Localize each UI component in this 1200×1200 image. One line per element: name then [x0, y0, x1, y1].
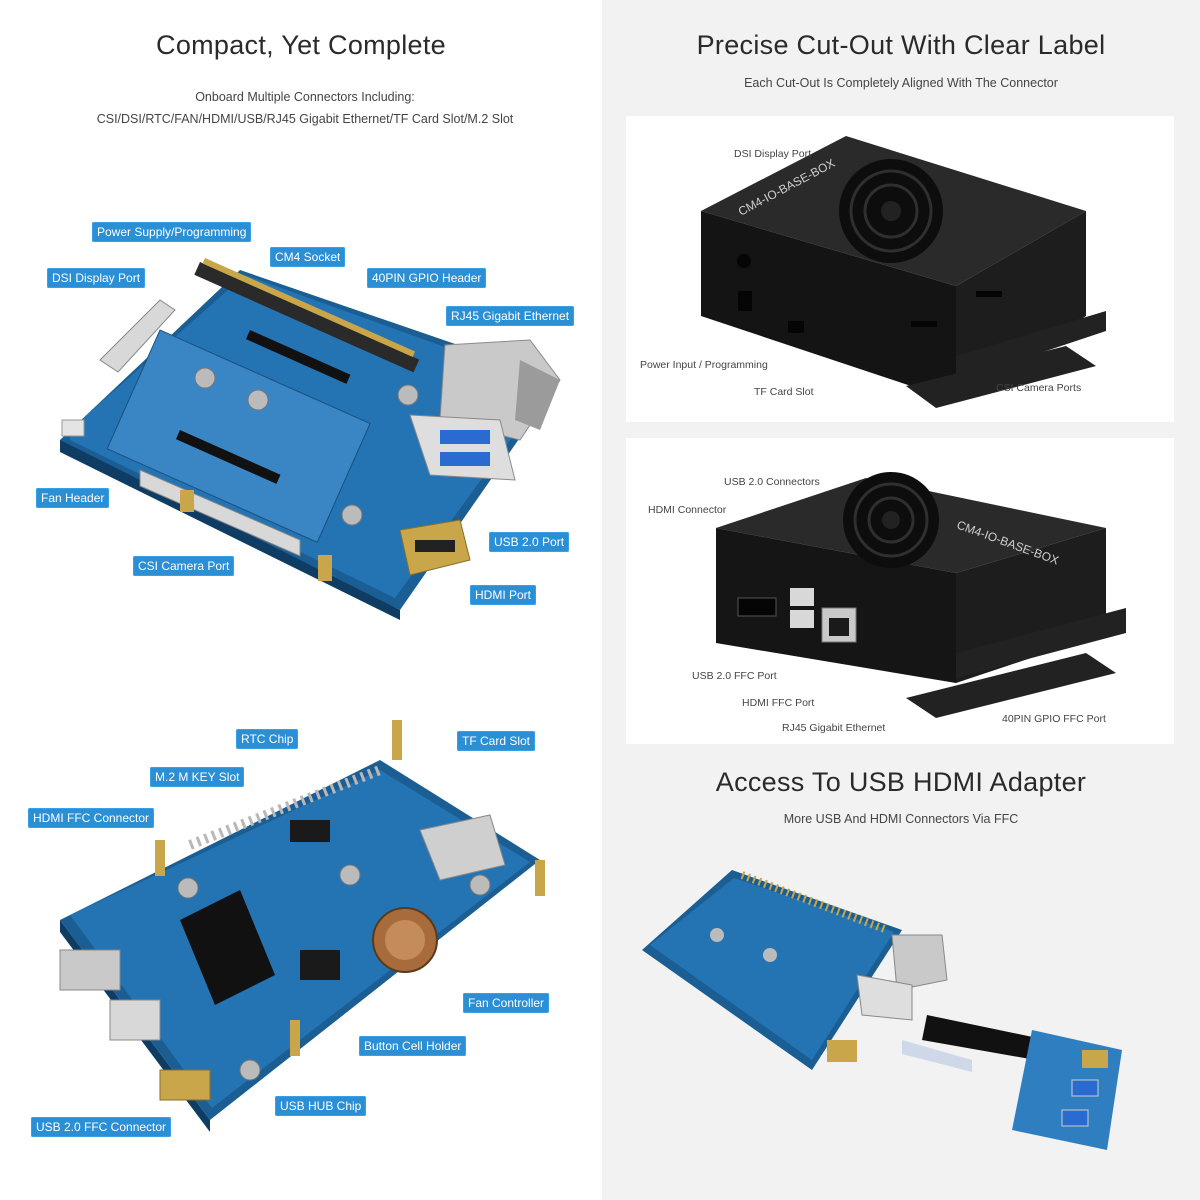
box2-illustration: CM4-IO-BASE-BOX	[716, 472, 1126, 718]
label-tf-card: TF Card Slot	[457, 731, 536, 751]
box1-label-power: Power Input / Programming	[640, 359, 768, 371]
box1-illustration: CM4-IO-BASE-BOX	[701, 136, 1106, 408]
label-cm4-socket: CM4 Socket	[270, 247, 346, 267]
label-dsi-display: DSI Display Port	[47, 268, 146, 288]
label-fan-header: Fan Header	[36, 488, 110, 508]
box2-label-hdmi-ffc: HDMI FFC Port	[742, 697, 815, 709]
box1-label-dsi: DSI Display Port	[734, 148, 812, 160]
label-button-cell: Button Cell Holder	[359, 1036, 467, 1056]
box2-card: CM4-IO-BASE-BOX USB 2.0 Connectors HDMI …	[626, 438, 1174, 744]
top-board-illustration	[60, 258, 561, 620]
box2-label-usb-ffc: USB 2.0 FFC Port	[692, 670, 777, 682]
label-hdmi-port: HDMI Port	[470, 585, 537, 605]
box2-label-gpio-ffc: 40PIN GPIO FFC Port	[1002, 713, 1106, 725]
box2-label-usb-connectors: USB 2.0 Connectors	[724, 476, 820, 488]
label-gpio-header: 40PIN GPIO Header	[367, 268, 487, 288]
right-title: Precise Cut-Out With Clear Label	[696, 30, 1106, 60]
label-usb-hub: USB HUB Chip	[275, 1096, 367, 1116]
label-csi-camera: CSI Camera Port	[133, 556, 235, 576]
label-rj45: RJ45 Gigabit Ethernet	[446, 306, 575, 326]
gpio-header	[194, 258, 420, 373]
box1-label-tf: TF Card Slot	[754, 386, 814, 398]
box1-card: CM4-IO-BASE-BOX DSI Display Port Power I…	[626, 116, 1174, 422]
label-usb-ffc: USB 2.0 FFC Connector	[31, 1117, 172, 1137]
box2-label-rj45: RJ45 Gigabit Ethernet	[782, 722, 886, 734]
adapter-title: Access To USB HDMI Adapter	[715, 767, 1087, 797]
bottom-board-illustration	[59, 720, 545, 1132]
label-power-supply: Power Supply/Programming	[92, 222, 252, 242]
label-usb-port: USB 2.0 Port	[489, 532, 570, 552]
label-rtc-chip: RTC Chip	[236, 729, 299, 749]
left-subtitle-line1: Onboard Multiple Connectors Including:	[195, 90, 415, 104]
adapter-subtitle: More USB And HDMI Connectors Via FFC	[783, 812, 1019, 826]
box2-label-hdmi-connector: HDMI Connector	[648, 504, 727, 516]
label-hdmi-ffc: HDMI FFC Connector	[28, 808, 155, 828]
label-m2-slot: M.2 M KEY Slot	[150, 767, 245, 787]
right-panel: Precise Cut-Out With Clear Label Each Cu…	[602, 0, 1200, 1200]
left-title: Compact, Yet Complete	[156, 30, 446, 60]
left-subtitle-line2: CSI/DSI/RTC/FAN/HDMI/USB/RJ45 Gigabit Et…	[96, 112, 514, 126]
adapter-illustration	[642, 870, 1122, 1150]
right-subtitle: Each Cut-Out Is Completely Aligned With …	[744, 76, 1058, 90]
box1-label-csi: CSI Camera Ports	[996, 382, 1082, 394]
label-fan-controller: Fan Controller	[463, 993, 550, 1013]
left-panel: Compact, Yet Complete Onboard Multiple C…	[28, 30, 575, 1137]
